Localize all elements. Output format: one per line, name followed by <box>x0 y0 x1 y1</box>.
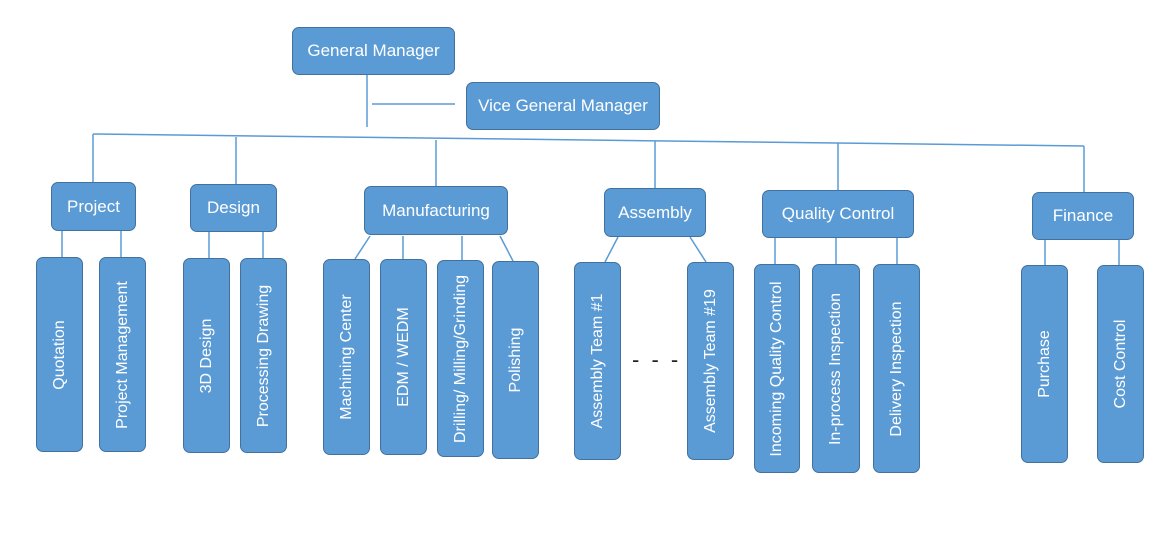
unit-processing-drawing-label: Processing Drawing <box>254 284 272 427</box>
unit-edm-wedm-label: EDM / WEDM <box>394 307 412 407</box>
unit-3d-design-box: 3D Design <box>183 258 230 453</box>
dept-project-box: Project <box>51 182 136 231</box>
unit-delivery-inspection-label: Delivery Inspection <box>887 300 905 437</box>
dept-manufacturing-box: Manufacturing <box>364 186 508 235</box>
unit-incoming-quality-control-label: Incoming Quality Control <box>768 280 785 457</box>
vice-general-manager-box: Vice General Manager <box>466 82 660 130</box>
assembly-ellipsis: - - - <box>632 347 682 372</box>
unit-purchase-box: Purchase <box>1021 265 1068 463</box>
dept-design-box: Design <box>190 184 277 232</box>
unit-delivery-inspection-box: Delivery Inspection <box>873 264 920 473</box>
unit-edm-wedm-box: EDM / WEDM <box>380 259 427 455</box>
unit-purchase-label: Purchase <box>1035 330 1053 398</box>
dept-project-label: Project <box>67 196 120 216</box>
dept-manufacturing-label: Manufacturing <box>382 200 490 220</box>
unit-polishing-box: Polishing <box>492 261 539 459</box>
unit-assembly-team-19-label: Assembly Team #19 <box>701 289 719 433</box>
general-manager-label: General Manager <box>307 41 440 60</box>
unit-machining-center-label: Machining Center <box>337 294 355 420</box>
unit-drilling-milling-grinding-label: Drilling/ Milling/Grinding <box>451 274 469 443</box>
unit-processing-drawing-box: Processing Drawing <box>240 258 287 453</box>
dept-design-label: Design <box>207 198 260 217</box>
unit-assembly-team-1-label: Assembly Team #1 <box>588 293 606 429</box>
general-manager-box: General Manager <box>292 27 455 75</box>
unit-3d-design-label: 3D Design <box>197 318 215 393</box>
unit-assembly-team-19-box: Assembly Team #19 <box>687 262 734 460</box>
unit-drilling-milling-grinding-box: Drilling/ Milling/Grinding <box>437 260 484 457</box>
unit-cost-control-box: Cost Control <box>1097 265 1144 463</box>
unit-quotation-label: Quotation <box>50 319 68 390</box>
dept-finance-label: Finance <box>1052 206 1114 225</box>
dept-assembly-box: Assembly <box>604 188 706 237</box>
unit-polishing-label: Polishing <box>506 327 524 393</box>
dept-quality-control-box: Quality Control <box>762 190 914 238</box>
unit-incoming-quality-control-box: Incoming Quality Control <box>754 264 800 473</box>
unit-project-management-box: Project Management <box>99 257 146 452</box>
dept-quality-control-label: Quality Control <box>781 204 895 223</box>
unit-project-management-label: Project Management <box>113 280 131 429</box>
unit-in-process-inspection-label: In-process Inspection <box>827 292 844 445</box>
unit-in-process-inspection-box: In-process Inspection <box>812 264 860 473</box>
unit-machining-center-box: Machining Center <box>323 259 370 455</box>
unit-quotation-box: Quotation <box>36 257 83 452</box>
vice-general-manager-label: Vice General Manager <box>478 96 648 115</box>
dept-finance-box: Finance <box>1032 192 1134 240</box>
unit-cost-control-label: Cost Control <box>1111 319 1129 409</box>
dept-assembly-label: Assembly <box>618 202 692 222</box>
unit-assembly-team-1-box: Assembly Team #1 <box>574 262 621 460</box>
